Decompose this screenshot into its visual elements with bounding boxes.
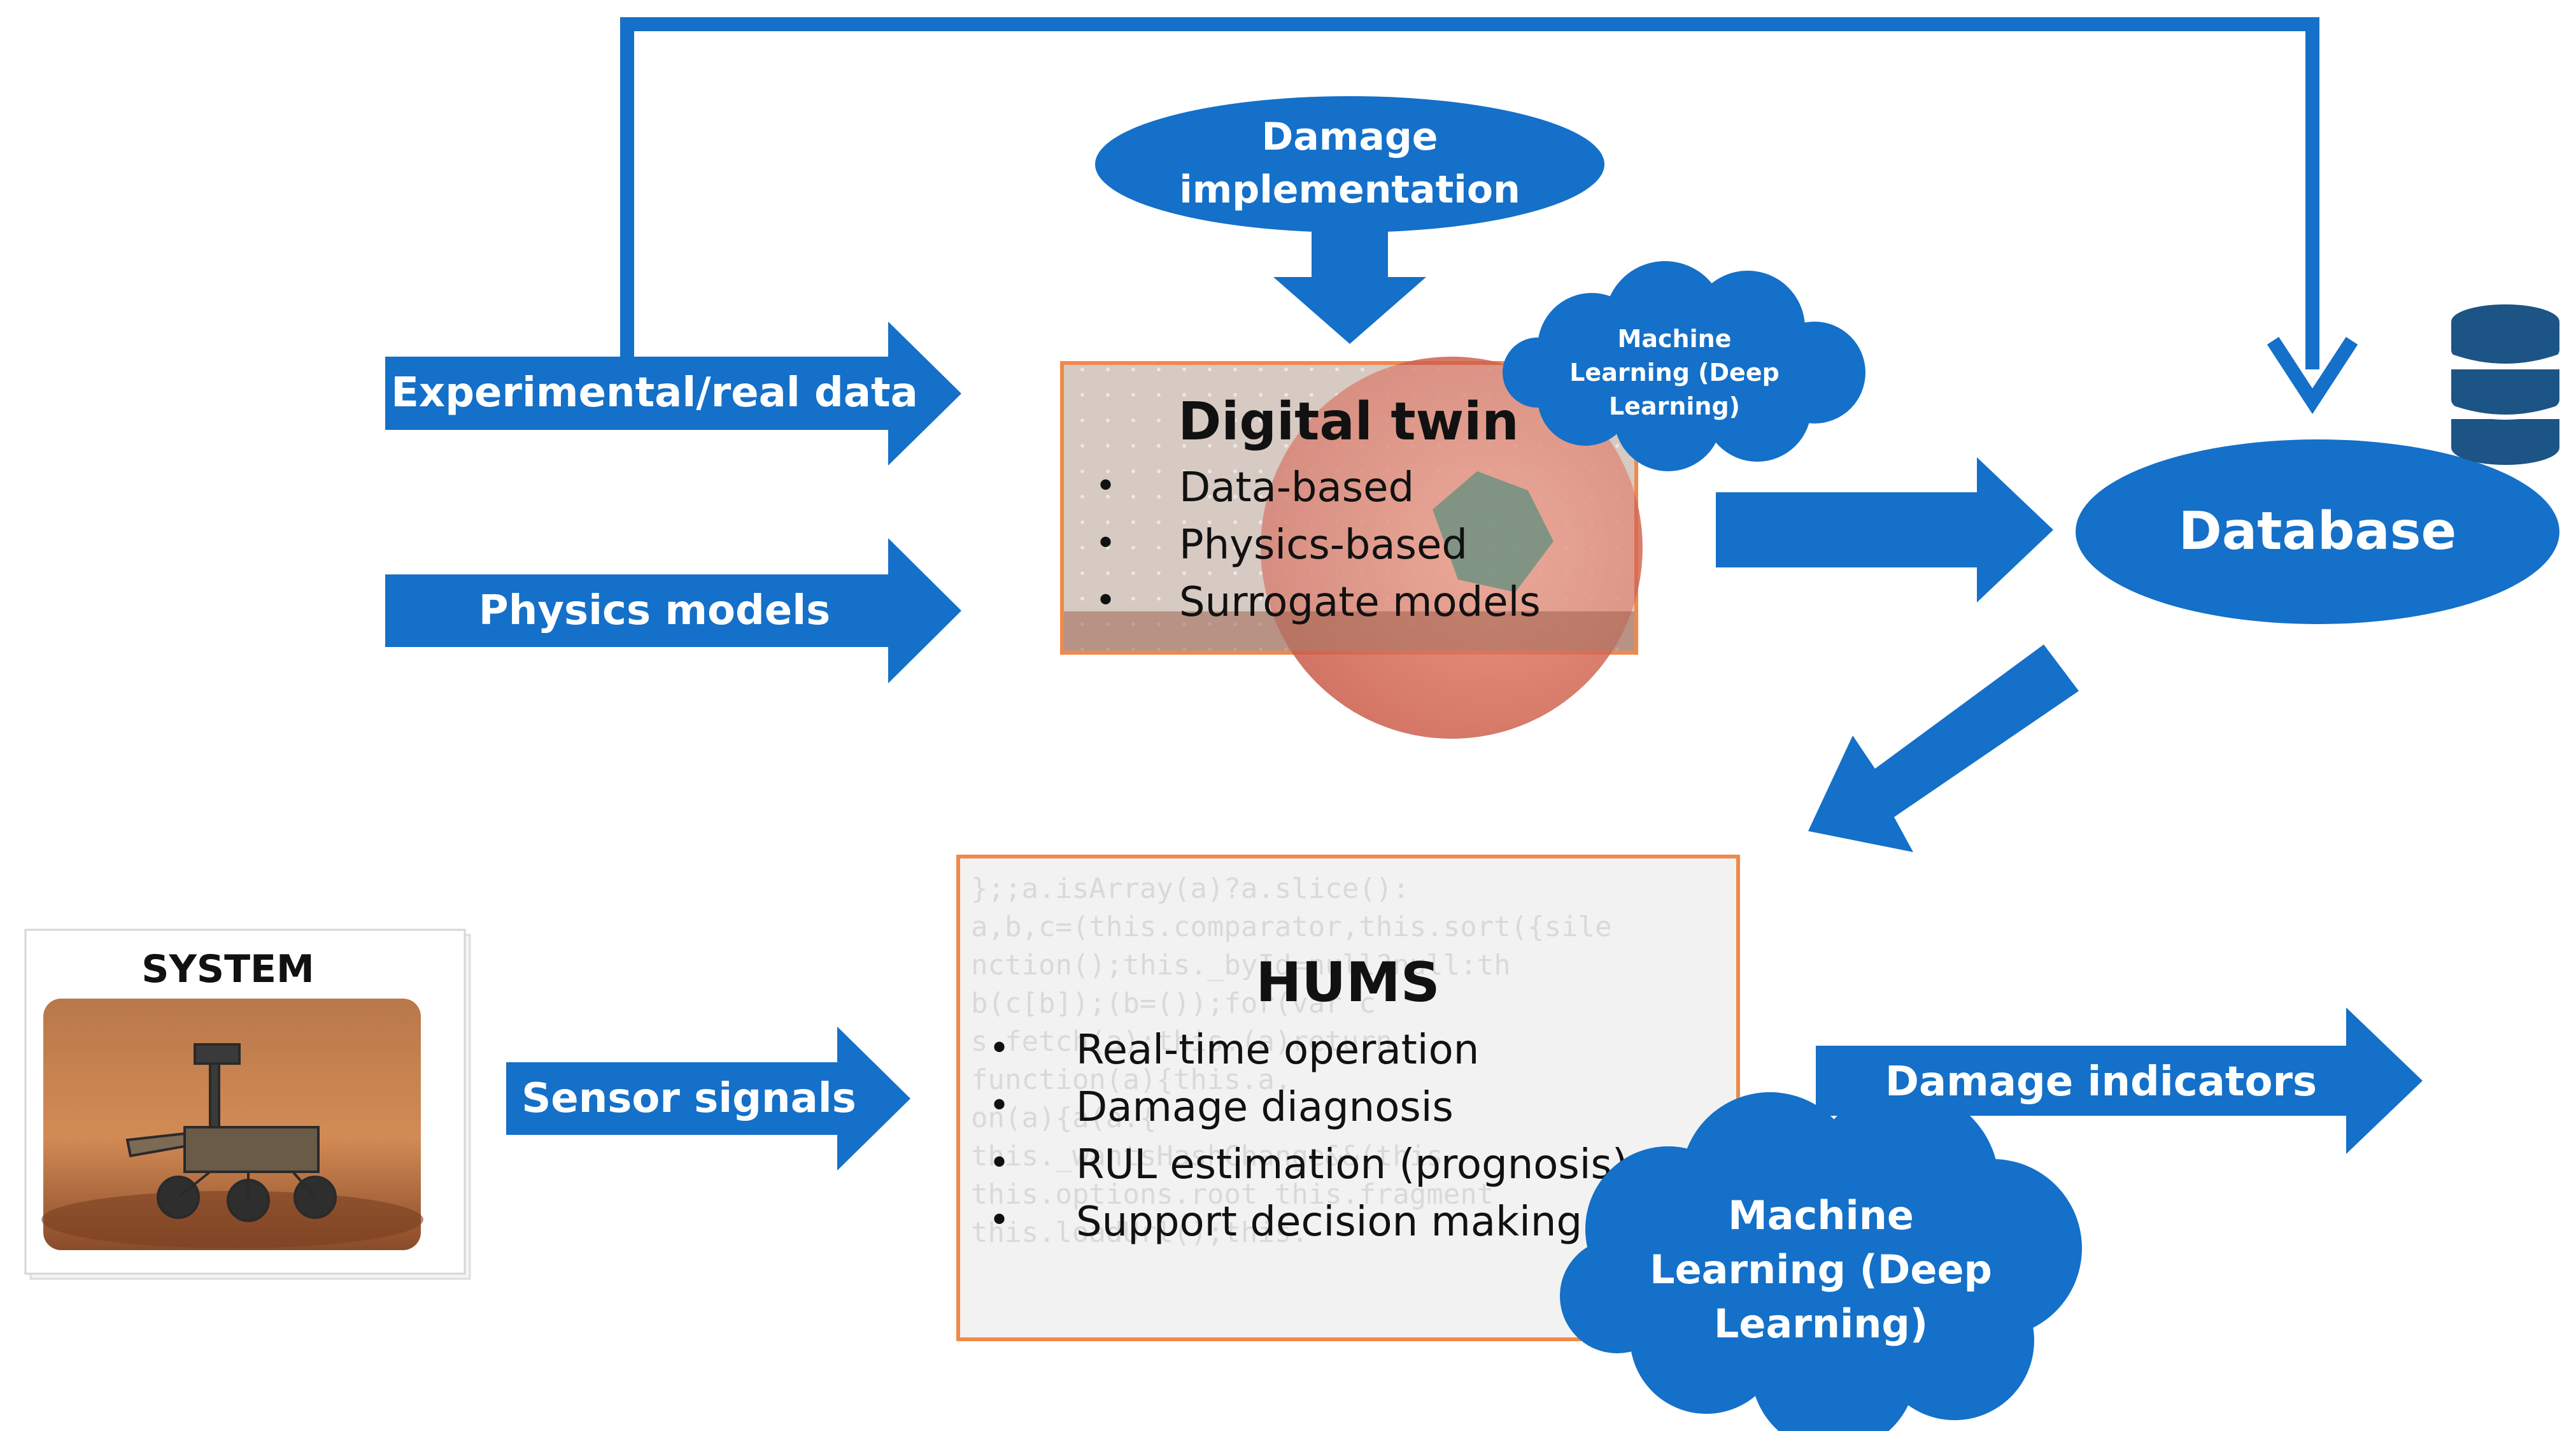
digital-twin-item: Surrogate models xyxy=(1179,579,1541,626)
digital-twin-item: Physics-based xyxy=(1179,522,1468,569)
experimental-data-label: Experimental/real data xyxy=(391,369,918,416)
ml-cloud-small: Machine Learning (Deep Learning) xyxy=(1503,261,1865,471)
database-to-hums-arrow xyxy=(1808,644,2079,852)
sensor-signals-label: Sensor signals xyxy=(521,1075,856,1122)
system-title: SYSTEM xyxy=(141,947,315,992)
bullet-icon: • xyxy=(1095,523,1116,564)
database-node: Database xyxy=(2076,439,2559,624)
hums-title: HUMS xyxy=(1256,951,1440,1015)
code-background: };;a.isArray(a)?a.slice(): a,b,c=(this.c… xyxy=(971,872,1612,1249)
bullet-icon: • xyxy=(989,1143,1010,1184)
ml-small-line2: Learning (Deep xyxy=(1569,359,1780,387)
damage-down-arrow xyxy=(1273,231,1426,344)
bullet-icon: • xyxy=(989,1200,1010,1241)
svg-text:on(a){a(a.{: on(a){a(a.{ xyxy=(971,1102,1156,1134)
rover-silhouette xyxy=(1433,471,1553,592)
bullet-icon: • xyxy=(1095,466,1116,507)
damage-implementation-line2: implementation xyxy=(1179,167,1520,212)
damage-indicators-label: Damage indicators xyxy=(1885,1058,2317,1106)
svg-text:nction();this._byId=null?null:: nction();this._byId=null?null:th xyxy=(971,949,1511,981)
experimental-data-arrow: Experimental/real data xyxy=(385,322,961,466)
twin-to-database-arrow xyxy=(1716,457,2053,602)
svg-text:function(a){this.a,: function(a){this.a, xyxy=(971,1064,1291,1096)
database-label: Database xyxy=(2179,501,2456,562)
database-icon xyxy=(2450,304,2561,465)
feedback-loop-arrow xyxy=(620,17,2358,415)
damage-implementation-line1: Damage xyxy=(1262,115,1438,159)
bullet-icon: • xyxy=(1095,580,1116,622)
system-card: SYSTEM xyxy=(24,929,471,1280)
physics-models-arrow: Physics models xyxy=(385,538,961,683)
digital-twin-item: Data-based xyxy=(1179,464,1414,511)
ml-large-line2: Learning (Deep xyxy=(1650,1246,1992,1293)
ml-small-line3: Learning) xyxy=(1609,392,1740,420)
hums-item: Damage diagnosis xyxy=(1076,1084,1454,1131)
digital-twin-box: Digital twin • Data-based • Physics-base… xyxy=(1060,357,1643,739)
ml-large-line3: Learning) xyxy=(1714,1300,1928,1347)
svg-text:};;a.isArray(a)?a.slice():: };;a.isArray(a)?a.slice(): xyxy=(971,872,1410,905)
damage-implementation-node: Damage implementation xyxy=(1095,96,1604,232)
svg-text:this._wantsHashChange&&(this: this._wantsHashChange&&(this xyxy=(971,1140,1443,1172)
svg-text:b(c[b]);(b=());for(var c: b(c[b]);(b=());for(var c xyxy=(971,987,1376,1020)
bullet-icon: • xyxy=(989,1028,1010,1069)
digital-twin-title: Digital twin xyxy=(1178,392,1519,452)
physics-models-label: Physics models xyxy=(479,587,830,634)
hums-item: Support decision making xyxy=(1076,1199,1582,1246)
sensor-signals-arrow: Sensor signals xyxy=(506,1027,910,1171)
hums-item: Real-time operation xyxy=(1076,1027,1479,1074)
ml-large-line1: Machine xyxy=(1728,1192,1914,1239)
damage-indicators-arrow: Damage indicators xyxy=(1816,1007,2423,1154)
svg-text:this.loadUrl();this.: this.loadUrl();this. xyxy=(971,1216,1308,1249)
ml-small-line1: Machine xyxy=(1618,325,1732,353)
rover-icon xyxy=(125,1043,337,1222)
bullet-icon: • xyxy=(989,1085,1010,1127)
ml-cloud-large: Machine Learning (Deep Learning) xyxy=(1560,1089,2082,1431)
hums-item: RUL estimation (prognosis) xyxy=(1076,1141,1628,1188)
svg-text:this.options.root this.fragmen: this.options.root this.fragment xyxy=(971,1178,1494,1211)
svg-text:a,b,c=(this.comparator,this.so: a,b,c=(this.comparator,this.sort({sile xyxy=(971,911,1612,943)
svg-text:s.fetch(a);this.(a)return: s.fetch(a);this.(a)return xyxy=(971,1025,1392,1058)
